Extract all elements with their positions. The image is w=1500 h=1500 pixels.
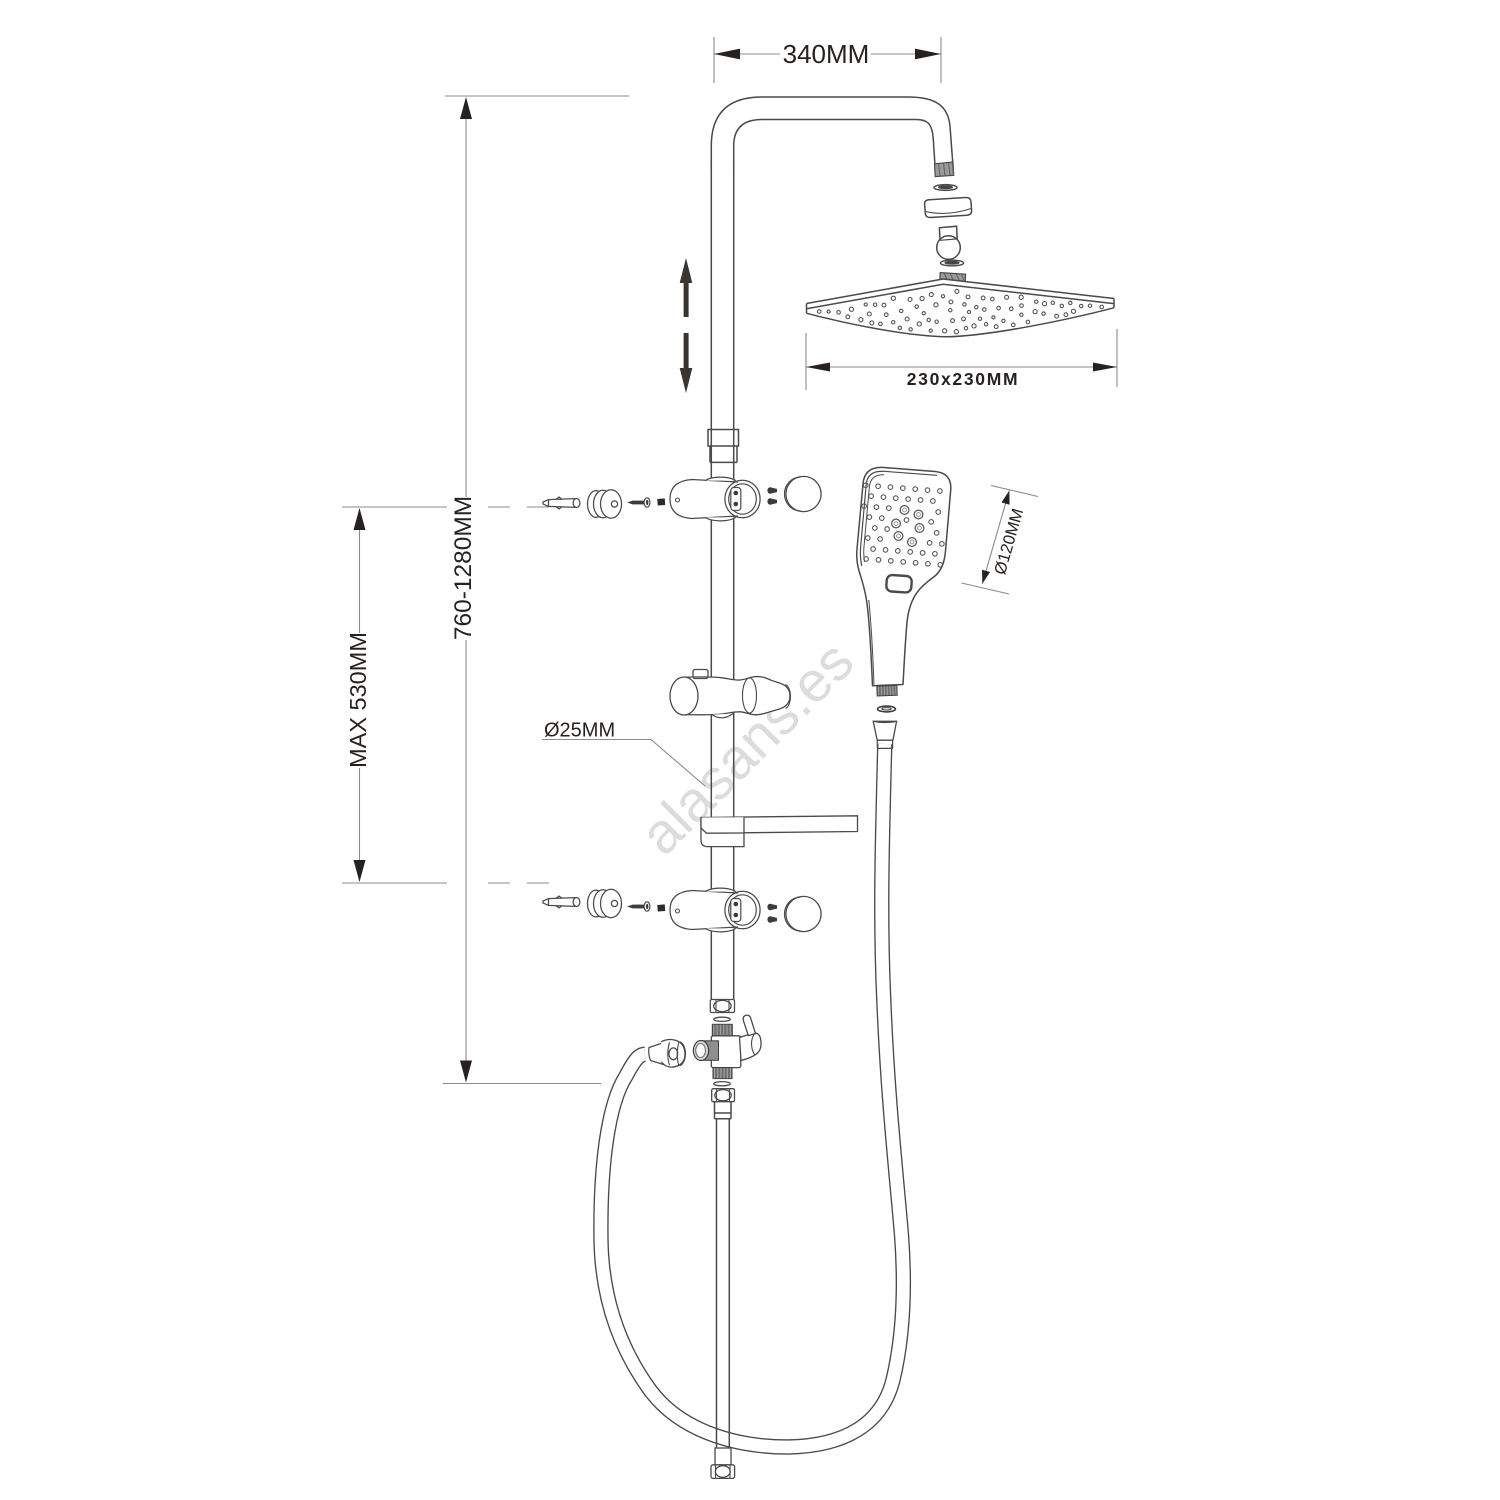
svg-text:Ø25MM: Ø25MM (544, 720, 615, 742)
svg-text:230x230MM: 230x230MM (907, 369, 1020, 389)
svg-text:340MM: 340MM (783, 39, 870, 69)
svg-text:MAX 530MM: MAX 530MM (345, 632, 371, 768)
svg-text:760-1280MM: 760-1280MM (450, 496, 477, 640)
